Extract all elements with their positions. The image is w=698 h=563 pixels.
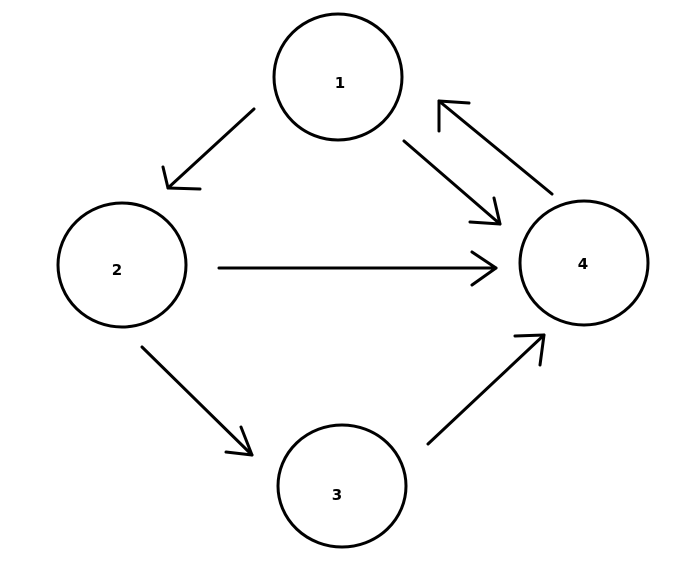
node-label-3: 3 <box>332 486 342 504</box>
edge-1-to-4 <box>402 139 502 226</box>
edge-2-to-4 <box>217 250 498 287</box>
node-label-4: 4 <box>578 255 588 273</box>
edge-4-to-1 <box>437 99 554 196</box>
node-1: 1 <box>272 12 404 142</box>
node-4: 4 <box>518 199 650 327</box>
edge-3-to-4 <box>426 333 546 446</box>
node-2: 2 <box>56 201 188 329</box>
node-3: 3 <box>276 423 408 549</box>
edge-2-to-3 <box>140 345 254 457</box>
edge-1-to-2 <box>161 107 256 191</box>
node-label-1: 1 <box>335 74 345 92</box>
node-label-2: 2 <box>112 261 122 279</box>
